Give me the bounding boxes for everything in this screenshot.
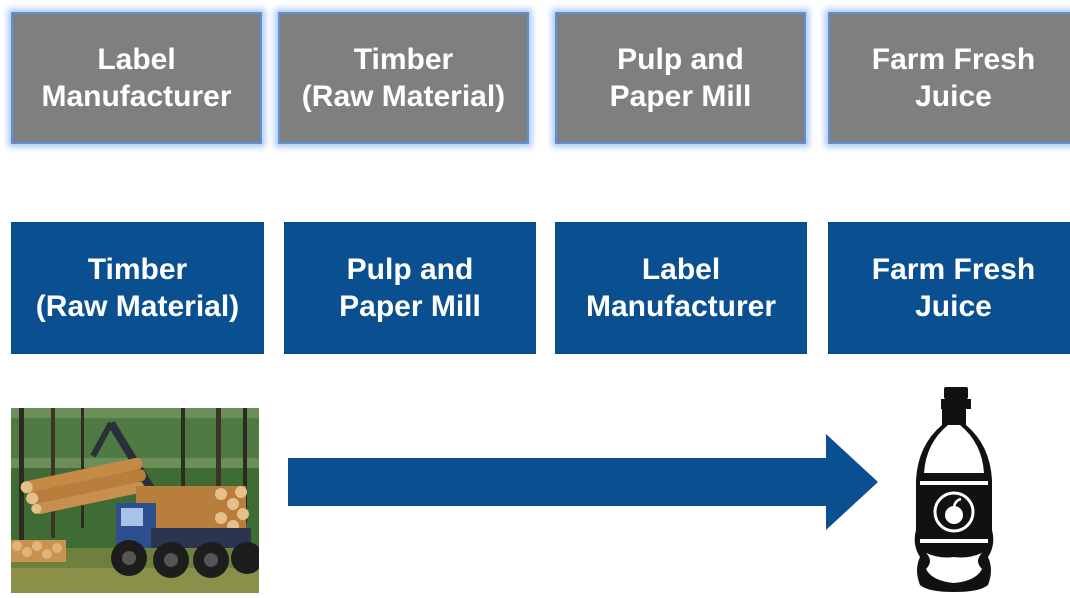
timber-harvester-illustration bbox=[11, 408, 259, 593]
top-box-label-manufacturer[interactable]: Label Manufacturer bbox=[11, 12, 262, 144]
bottom-row-correct-order: Timber (Raw Material) Pulp and Paper Mil… bbox=[0, 222, 1070, 354]
juice-bottle-icon bbox=[908, 385, 1000, 593]
top-box-timber[interactable]: Timber (Raw Material) bbox=[278, 12, 529, 144]
timber-harvester-photo bbox=[11, 408, 259, 593]
top-box-farm-fresh-juice[interactable]: Farm Fresh Juice bbox=[828, 12, 1070, 144]
bottom-box-farm-fresh-juice[interactable]: Farm Fresh Juice bbox=[828, 222, 1070, 354]
bottom-box-pulp-paper-mill[interactable]: Pulp and Paper Mill bbox=[284, 222, 536, 354]
right-arrow-icon bbox=[288, 434, 878, 530]
flow-arrow-shape bbox=[288, 434, 878, 530]
juice-bottle-shape bbox=[914, 387, 994, 592]
top-row-incorrect-order: Label Manufacturer Timber (Raw Material)… bbox=[0, 12, 1070, 144]
top-box-pulp-paper-mill[interactable]: Pulp and Paper Mill bbox=[555, 12, 806, 144]
bottom-box-label-manufacturer[interactable]: Label Manufacturer bbox=[555, 222, 807, 354]
bottom-box-timber[interactable]: Timber (Raw Material) bbox=[11, 222, 264, 354]
